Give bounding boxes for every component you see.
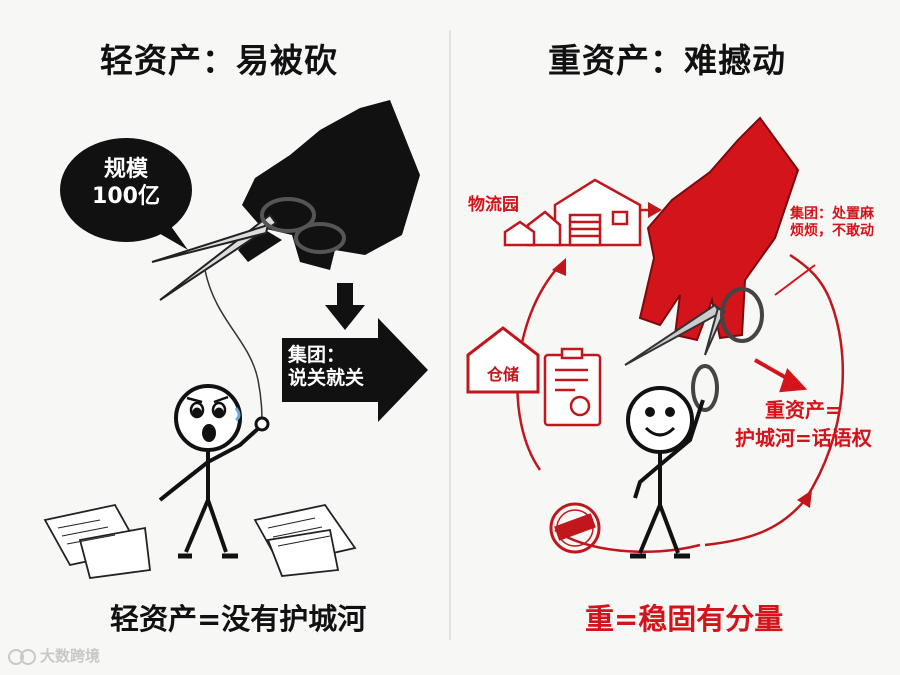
group-note: 集团：处置麻烦烦，不敢动: [790, 206, 874, 239]
bubble-line-2: 100亿: [92, 184, 160, 209]
warehouse-sign: 仓储: [486, 365, 519, 384]
arrow-line-1: 集团：: [288, 344, 346, 366]
scared-stick-figure-icon: [158, 384, 270, 559]
string-line: [204, 269, 263, 426]
warehouse-icon: [466, 326, 540, 394]
left-title: 轻资产：易被砍: [100, 41, 338, 80]
logistics-park-label: 物流园: [468, 195, 519, 215]
contract-document-icon: [543, 347, 602, 427]
happy-stick-figure-icon: [626, 386, 705, 559]
left-caption: 轻资产=没有护城河: [110, 602, 367, 636]
arrow-text: 集团： 说关就关: [288, 344, 398, 390]
moat-line-1: 重资产=: [765, 398, 842, 422]
moat-line-2: 护城河=话语权: [735, 426, 872, 450]
logistics-park-icon: [503, 178, 642, 247]
scissors-icon: [624, 287, 764, 412]
down-arrow-icon: [325, 283, 365, 330]
right-arrow-icon: [282, 318, 428, 422]
stamp-icon: [549, 502, 601, 554]
right-title: 重资产：难撼动: [548, 41, 786, 80]
black-hand-icon: [238, 100, 420, 270]
red-hand-icon: [638, 116, 800, 342]
speech-bubble: [60, 138, 192, 250]
scissors-icon: [151, 197, 346, 301]
watermark-logo-icon: [8, 649, 36, 665]
paper-pile-icon: [43, 503, 357, 579]
red-pointer-arrows: [754, 264, 816, 393]
arrow-line-2: 说关就关: [288, 367, 365, 389]
bubble-line-1: 规模: [103, 157, 148, 182]
moat-label: 重资产= 护城河=话语权: [735, 396, 872, 452]
right-caption: 重=稳固有分量: [585, 602, 784, 636]
bubble-text: 规模 100亿: [78, 156, 174, 210]
watermark-text: 大数跨境: [40, 647, 101, 665]
